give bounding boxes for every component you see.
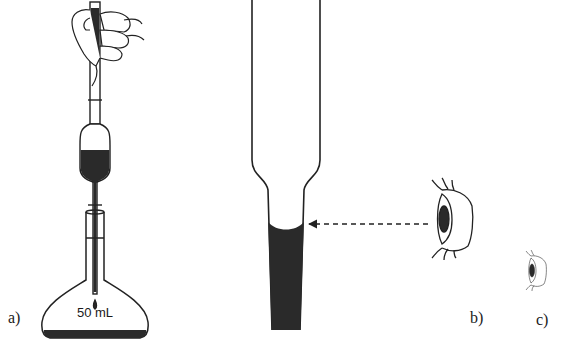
panel-label: a) — [8, 310, 20, 326]
eye — [526, 250, 546, 291]
hand — [72, 10, 144, 86]
sight-line — [309, 223, 428, 224]
volumetric-flask — [42, 210, 148, 338]
panel-label: b) — [470, 310, 483, 326]
pipette-tip-closeup — [252, 0, 320, 330]
eye — [432, 178, 473, 260]
panel-label: c) — [536, 312, 548, 328]
volume-mark: 50 mL — [77, 306, 113, 319]
